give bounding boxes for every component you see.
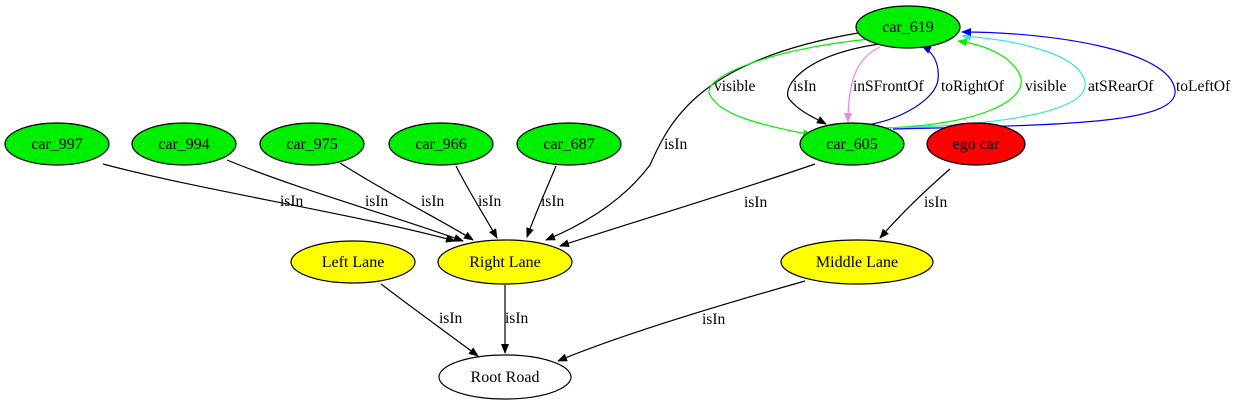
node-label: Root Road: [471, 369, 540, 386]
nodes: car_619 car_997 car_994 car_975 car_966 …: [4, 5, 1026, 400]
edge-label: visible: [714, 78, 755, 95]
node-car-994[interactable]: car_994: [131, 122, 237, 166]
node-car-687[interactable]: car_687: [516, 122, 622, 166]
edge-car994-right-lane: isIn: [226, 159, 464, 242]
node-label: car_605: [826, 136, 878, 153]
edge-car997-right-lane: isIn: [102, 163, 456, 243]
edge-label: isIn: [439, 310, 463, 327]
edge-egocar-middle-lane: isIn: [879, 168, 951, 239]
node-label: car_975: [286, 136, 338, 153]
edge-label: isIn: [664, 136, 688, 153]
edge-label: atSRearOf: [1088, 78, 1154, 95]
node-label: car_619: [882, 19, 934, 36]
edge-label: toRightOf: [941, 78, 1005, 95]
node-label: car_997: [31, 136, 83, 153]
edge-car605-right-lane: isIn: [559, 163, 816, 248]
edge-label: isIn: [541, 193, 565, 210]
node-car-605[interactable]: car_605: [799, 122, 905, 166]
edge-car966-right-lane: isIn: [455, 165, 502, 239]
edge-label: isIn: [505, 310, 529, 327]
node-label: Right Lane: [469, 254, 541, 271]
edge-car605-car619-toleft: toLeftOf: [892, 28, 1231, 130]
node-right-lane[interactable]: Right Lane: [437, 239, 573, 285]
node-car-997[interactable]: car_997: [4, 122, 110, 166]
edge-label: isIn: [744, 194, 768, 211]
edge-label: toLeftOf: [1176, 78, 1231, 95]
node-ego-car[interactable]: ego car: [926, 122, 1026, 166]
edge-label: isIn: [280, 193, 304, 210]
node-label: car_994: [158, 136, 210, 153]
node-car-975[interactable]: car_975: [259, 122, 365, 166]
edge-car605-car619-toright: toRightOf: [865, 45, 1005, 126]
edge-car687-right-lane: isIn: [526, 165, 565, 238]
edge-car975-right-lane: isIn: [339, 162, 474, 241]
edge-label: isIn: [793, 78, 817, 95]
edge-label: isIn: [421, 193, 445, 210]
node-car-966[interactable]: car_966: [388, 122, 494, 166]
edge-car619-car605-infront: inSFrontOf: [844, 46, 924, 123]
edge-label: isIn: [365, 193, 389, 210]
edge-label: isIn: [478, 193, 502, 210]
edges: isIn isIn isIn isIn isIn isIn isIn: [102, 28, 1231, 362]
node-root-road[interactable]: Root Road: [438, 354, 572, 400]
edge-car605-car619-visible: visible: [883, 38, 1066, 129]
edge-label: isIn: [924, 194, 948, 211]
node-label: Left Lane: [322, 254, 385, 271]
node-label: ego car: [953, 136, 1000, 153]
edge-label: isIn: [702, 311, 726, 328]
node-label: Middle Lane: [816, 254, 898, 271]
edge-left-lane-root-road: isIn: [380, 283, 479, 357]
node-middle-lane[interactable]: Middle Lane: [780, 239, 934, 285]
node-label: car_966: [415, 136, 467, 153]
node-left-lane[interactable]: Left Lane: [290, 240, 416, 284]
edge-middle-lane-root-road: isIn: [557, 280, 806, 362]
edge-label: visible: [1025, 78, 1066, 95]
edge-label: inSFrontOf: [853, 78, 924, 95]
node-car-619[interactable]: car_619: [855, 5, 961, 49]
node-label: car_687: [543, 136, 595, 153]
edge-car619-car605-isin: isIn: [787, 43, 881, 125]
edge-right-lane-root-road: isIn: [501, 285, 529, 354]
edge-car619-car605-visible: visible: [708, 38, 871, 138]
